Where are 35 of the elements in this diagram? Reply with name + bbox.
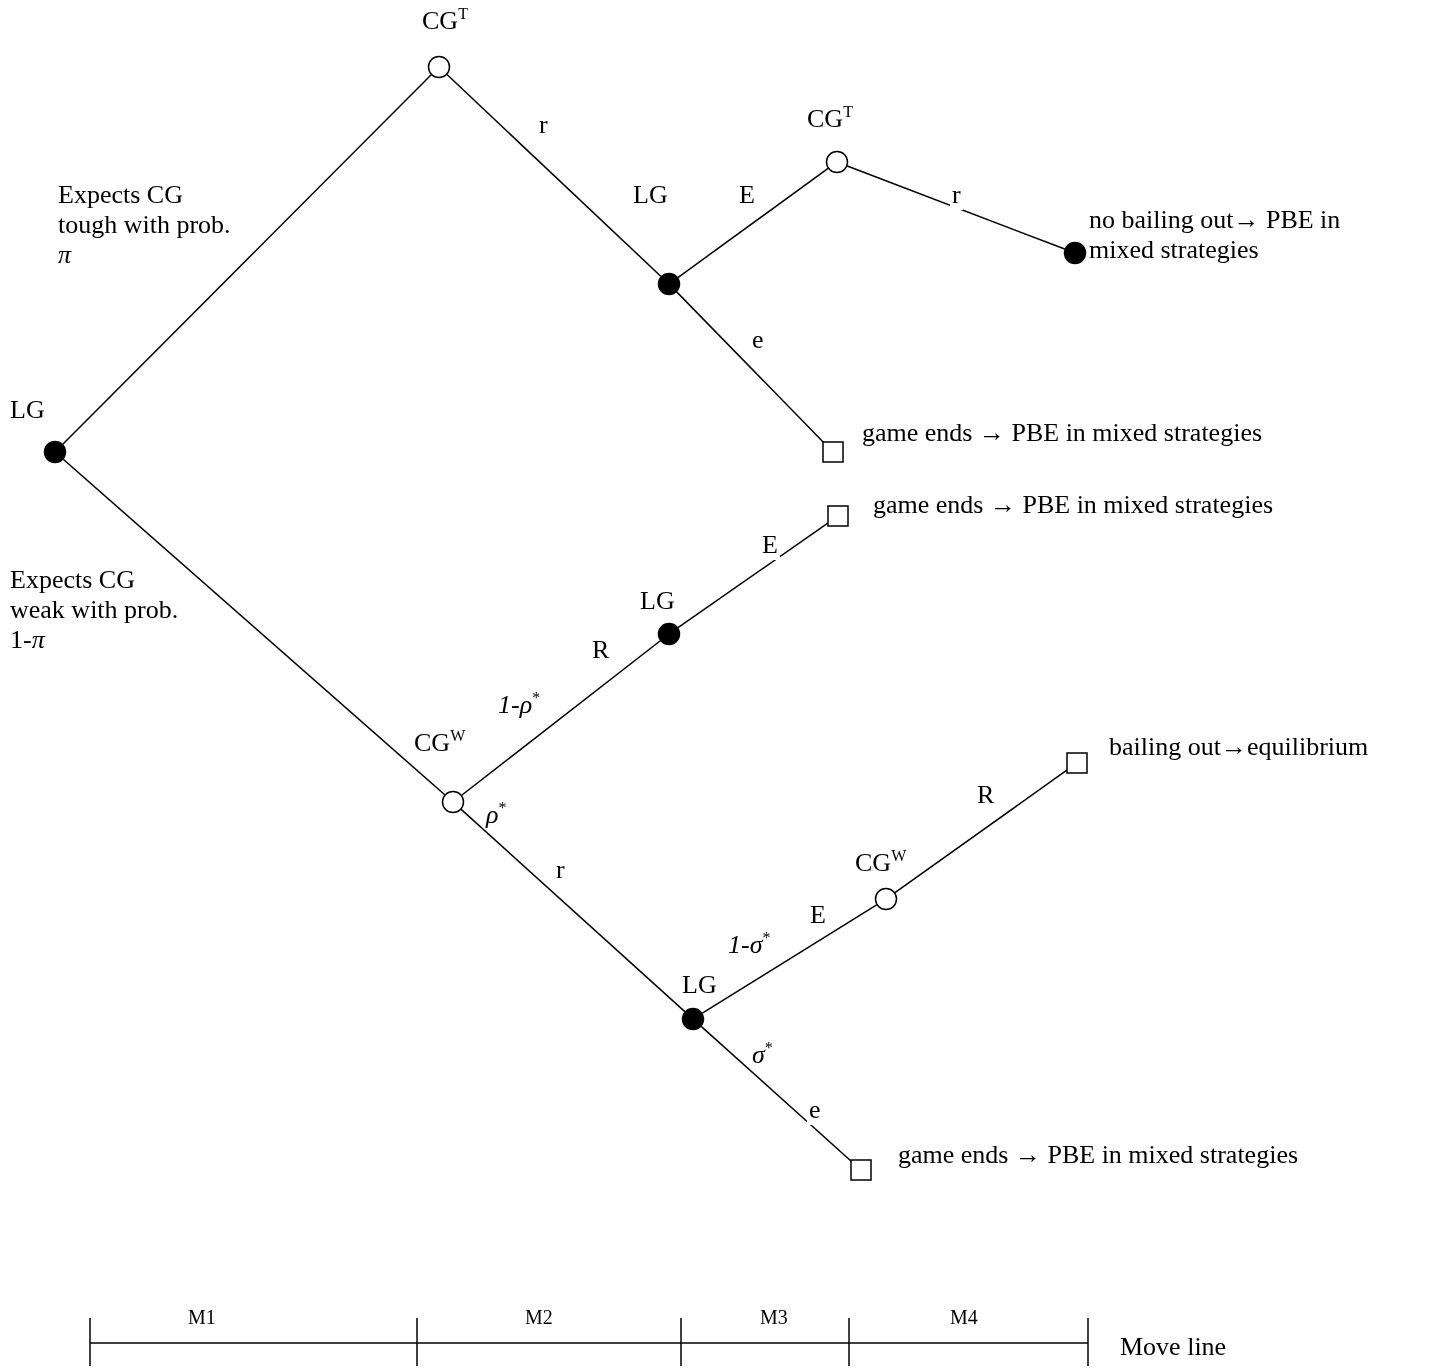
tree-branch — [62, 458, 446, 796]
outcome-text: game ends → PBE in mixed strategies — [898, 1140, 1299, 1170]
tree-branch — [846, 165, 1066, 250]
outcome-text: bailing out→equilibrium — [1109, 732, 1369, 762]
tree-branch — [700, 1025, 853, 1163]
tree-branch — [460, 808, 686, 1013]
tree-branch — [701, 904, 878, 1014]
player-label: LG — [10, 395, 45, 425]
probability-label: 1-σ$^{*}$ — [728, 930, 771, 960]
outcome-text: game ends → PBE in mixed strategies — [873, 490, 1274, 520]
player-label: LG — [682, 970, 717, 1000]
belief-note: Expects CG weak with prob. 1-π — [10, 565, 180, 655]
move-label: M2 — [525, 1305, 553, 1330]
belief-note: Expects CG tough with prob. π — [58, 180, 232, 270]
move-label: M3 — [760, 1305, 788, 1330]
tree-branch — [460, 640, 662, 796]
player-label: CG$^{T}$ — [422, 6, 468, 36]
outcome-text: no bailing out→ PBE in mixed strategies — [1089, 205, 1342, 265]
probability-label: 1-ρ$^{*}$ — [498, 690, 541, 720]
tree-branch — [677, 167, 829, 279]
tree-branch — [677, 522, 829, 629]
tree-branch — [446, 73, 662, 278]
tree-branch — [62, 74, 432, 445]
player-label: CG$^{T}$ — [807, 104, 853, 134]
move-label: M4 — [950, 1305, 978, 1330]
tree-branch — [894, 769, 1068, 894]
outcome-text: game ends → PBE in mixed strategies — [862, 418, 1263, 448]
probability-label: ρ$^{*}$ — [486, 800, 507, 830]
player-label: CG$^{W}$ — [855, 848, 907, 878]
player-label: LG — [640, 586, 675, 616]
player-label: CG$^{W}$ — [414, 728, 466, 758]
player-label: LG — [633, 180, 668, 210]
probability-label: σ$^{*}$ — [752, 1040, 773, 1070]
axis-title: Move line — [1120, 1332, 1227, 1362]
move-label: M1 — [188, 1305, 216, 1330]
